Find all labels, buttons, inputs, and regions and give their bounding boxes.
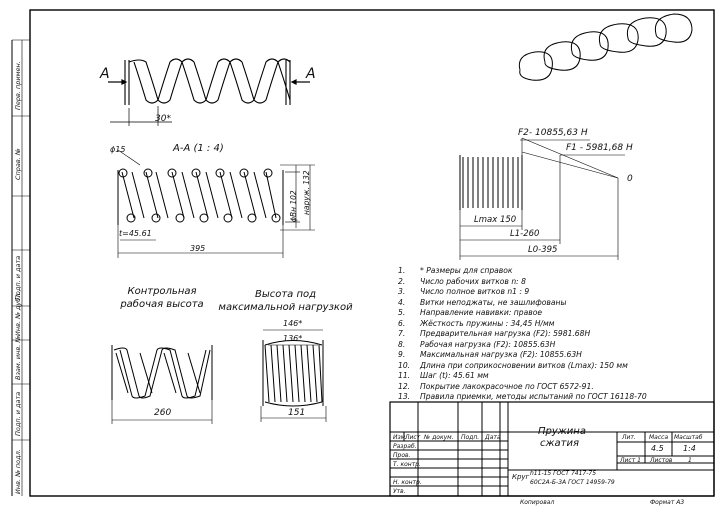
title-block-role-checker: Пров. <box>393 452 411 459</box>
note-row: 11.Шаг (t): 45.61 мм <box>398 371 489 380</box>
note-row: 4.Витки неподжаты, не зашлифованы <box>398 297 567 307</box>
spring-side-view <box>124 58 291 105</box>
note-row: 7.Предварительная нагрузка (F2): 5981.68… <box>398 329 591 338</box>
max-dim-146: 146* <box>283 319 303 328</box>
title-block-sheet: Лист 1 <box>620 457 641 464</box>
force-f2-label: F2- 10855,63 Н <box>518 128 588 138</box>
note-row: 8.Рабочая нагрузка (F2): 10855.63Н <box>398 339 556 349</box>
pitch-top-dim: 30* <box>155 114 171 124</box>
title-block-material-prefix: Круг <box>512 473 530 481</box>
title-block-col-date: Дата <box>485 434 501 441</box>
title-block-scale-value: 1:4 <box>683 444 696 453</box>
max-dim-151: 151 <box>288 408 306 418</box>
max-load-title: Высота под максимальной нагрузкой <box>218 289 353 313</box>
title-block-name-1: Пружина <box>538 426 586 437</box>
side-label-dup-inv: Инв. № дубл. <box>14 291 22 336</box>
note-row: 1.* Размеры для справок <box>398 266 513 275</box>
technical-notes: 1.* Размеры для справок 2.Число рабочих … <box>398 266 647 403</box>
title-block-sheets: Листов <box>650 457 673 464</box>
pitch-dim: t=45.61 <box>119 229 152 238</box>
title-block-massa: Масса <box>649 434 669 441</box>
note-row: 2.Число рабочих витков n: 8 <box>398 276 526 286</box>
side-label-ref-no: Справ. № <box>14 148 22 180</box>
lmax-label: Lmax 150 <box>474 215 517 225</box>
sheet-frame <box>29 9 715 497</box>
title-block-sheets-value: 1 <box>688 457 692 464</box>
spring-max-load <box>262 340 324 407</box>
title-block-role-developer: Разраб. <box>393 443 417 450</box>
work-height-dim: 260 <box>154 408 172 418</box>
section-marks <box>108 79 310 85</box>
title-block-col-sign: Подп. <box>461 434 480 441</box>
title-block-copied: Копировал <box>520 499 555 506</box>
title-block-format: Формат А3 <box>650 499 685 506</box>
force-f1-label: F1 - 5981,68 Н <box>566 143 633 153</box>
title-block-col-izm: Изм. <box>393 434 408 441</box>
l1-label: L1-260 <box>510 229 540 239</box>
outer-diameter-dim: наруж. 132 <box>302 170 311 215</box>
spring-force-diagram <box>459 155 523 210</box>
force-zero-label: 0 <box>627 174 633 184</box>
section-title: А-А (1 : 4) <box>173 143 224 154</box>
overall-length-dim: 395 <box>190 244 206 253</box>
side-label-repl-inv: Взам. инв. № <box>14 335 22 380</box>
title-block-col-doc: № докум. <box>424 434 454 441</box>
side-label-first-use: Перв. примен. <box>14 61 22 110</box>
spring-section-view <box>117 168 284 225</box>
side-label-sign-date-2: Подп. и дата <box>14 391 22 436</box>
title-block-massa-value: 4.5 <box>651 444 664 453</box>
note-row: 6.Жёсткость пружины : 34,45 Н/мм <box>398 318 555 328</box>
work-height-title: Контрольная рабочая высота <box>120 286 204 310</box>
side-label-orig-inv: Инв. № подл. <box>14 449 22 494</box>
note-row: 13.Правила приемки, методы испытаний по … <box>398 392 647 401</box>
title-block <box>389 401 715 497</box>
spring-3d-view <box>518 13 693 81</box>
note-row: 9.Максимальная нагрузка (F2): 10855.63Н <box>398 350 582 359</box>
title-block-material-2: 60С2А-Б-3А ГОСТ 14959-79 <box>530 479 615 486</box>
title-block-material-1: h11-15 ГОСТ 7417-75 <box>530 470 597 477</box>
l0-label: L0-395 <box>528 245 558 255</box>
title-block-col-list: Лист <box>405 434 421 441</box>
note-row: 10.Длина при соприкосновении витков (Lma… <box>398 360 628 370</box>
section-mark-right: А <box>306 66 316 82</box>
title-block-name-2: сжатия <box>540 438 579 449</box>
note-row: 3.Число полное витков n1 : 9 <box>398 287 530 296</box>
spring-work-height <box>111 345 213 400</box>
note-row: 12.Покрытие лакокрасочное по ГОСТ 6572-9… <box>398 381 594 391</box>
title-block-masshtab: Масштаб <box>674 434 703 441</box>
wire-diameter: ϕ15 <box>110 145 126 154</box>
title-block-role-tcontrol: Т. контр. <box>393 461 421 468</box>
note-row: 5.Направление навивки: правое <box>398 308 543 317</box>
title-block-role-approver: Утв. <box>393 488 406 495</box>
section-mark-left: А <box>100 66 110 82</box>
title-block-lit: Лит. <box>622 434 636 441</box>
inner-diameter-dim: ϕВн 102 <box>289 190 298 222</box>
title-block-role-ncontrol: Н. контр. <box>393 479 422 486</box>
max-dim-136: 136* <box>283 334 303 343</box>
